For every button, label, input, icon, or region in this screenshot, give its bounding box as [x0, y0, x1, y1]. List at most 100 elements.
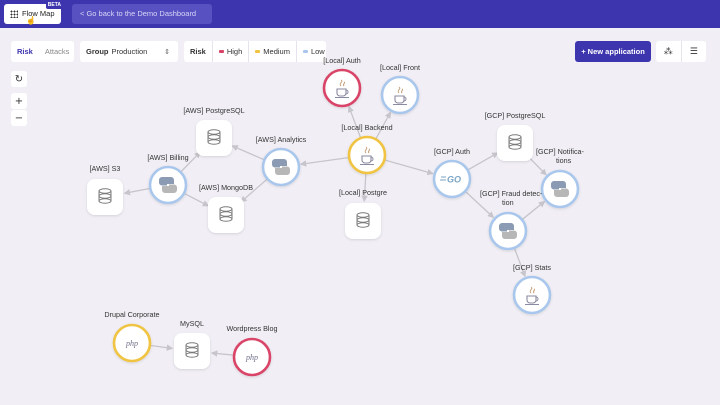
node-box [497, 125, 533, 161]
edge-wordpress-blog-to-mysql [210, 350, 235, 357]
node-label: [GCP] Auth [434, 147, 470, 156]
node-aws-analytics[interactable] [261, 147, 301, 187]
node-label: [GCP] Stats [513, 263, 551, 272]
edge-gcp-auth-to-gcp-postgresql [467, 152, 499, 171]
node-gcp-stats[interactable] [512, 275, 552, 315]
java-icon [335, 79, 349, 98]
edge-aws-analytics-to-aws-mongodb [240, 178, 268, 203]
risk-filter-label: Risk [190, 47, 206, 56]
apps-grid-icon [10, 10, 18, 18]
node-ring [432, 159, 472, 199]
view-toggle: ⁂ ☰ [656, 41, 706, 62]
risk-filter: Risk High Medium Low [184, 41, 326, 62]
logo-label: Flow Map [22, 9, 55, 18]
node-label: [AWS] S3 [90, 164, 121, 173]
node-aws-billing[interactable] [148, 165, 188, 205]
filter-low-label: Low [310, 47, 325, 56]
node-gcp-notifications[interactable] [540, 169, 580, 209]
low-dot-icon [302, 50, 308, 53]
beta-badge: BETA [45, 1, 63, 9]
node-ring [380, 75, 420, 115]
label-line: tions [556, 156, 572, 165]
node-gcp-auth[interactable]: GO [432, 159, 472, 199]
database-icon [219, 206, 233, 222]
edge-aws-billing-to-aws-s3 [123, 187, 151, 196]
edge-gcp-fraud-to-gcp-notifications [521, 200, 546, 221]
back-to-dashboard-button[interactable]: < Go back to the Demo Dashboard [72, 4, 212, 24]
node-box [345, 203, 381, 239]
tab-attacks[interactable]: Attacks [44, 47, 70, 56]
list-view-icon[interactable]: ☰ [680, 41, 707, 62]
svg-text:GO: GO [447, 175, 461, 185]
edge-gcp-fraud-to-gcp-stats [513, 247, 527, 278]
filter-high[interactable]: High [211, 41, 248, 62]
node-local-postgre[interactable] [345, 203, 381, 239]
filter-medium[interactable]: Medium [248, 41, 296, 62]
node-label: [AWS] Billing [147, 153, 188, 162]
refresh-icon[interactable]: ↻ [11, 71, 27, 87]
go-icon: GO [440, 175, 461, 185]
edge-aws-analytics-to-aws-postgresql [231, 145, 265, 161]
label-line: [GCP] Fraud detec- [480, 189, 543, 198]
hand-cursor-icon: ☝ [26, 16, 36, 25]
edge-local-backend-to-aws-analytics [299, 156, 350, 167]
label-line: [GCP] Notifica- [536, 147, 585, 156]
edges-layer [123, 105, 547, 357]
new-application-button[interactable]: + New application [575, 41, 651, 62]
high-dot-icon [218, 50, 224, 53]
filter-low[interactable]: Low [295, 41, 331, 62]
edge-aws-billing-to-aws-mongodb [183, 192, 210, 207]
group-select[interactable]: Group Production ⇕ [80, 41, 178, 62]
node-gcp-postgresql[interactable] [497, 125, 533, 161]
python-icon [159, 177, 177, 193]
python-icon [272, 159, 290, 175]
zoom-out-button[interactable]: − [11, 110, 27, 126]
edge-local-backend-to-local-front [375, 111, 391, 140]
group-select-label: Group [86, 47, 109, 56]
node-local-front[interactable] [380, 75, 420, 115]
updown-chevron-icon: ⇕ [164, 48, 170, 56]
node-wordpress-blog[interactable]: php [232, 337, 272, 377]
database-icon [207, 129, 221, 145]
node-box [174, 333, 210, 369]
medium-dot-icon [255, 50, 261, 53]
php-icon: php [125, 339, 138, 348]
node-ring [540, 169, 580, 209]
svg-text:php: php [245, 353, 258, 362]
node-ring [232, 337, 272, 377]
svg-text:php: php [125, 339, 138, 348]
node-box [208, 197, 244, 233]
node-local-auth[interactable] [322, 68, 362, 108]
python-icon [551, 181, 569, 197]
node-aws-mongodb[interactable] [208, 197, 244, 233]
database-icon [98, 188, 112, 204]
node-box [87, 179, 123, 215]
node-label: Drupal Corporate [104, 310, 159, 319]
graph-view-icon[interactable]: ⁂ [663, 46, 673, 57]
node-ring [488, 211, 528, 251]
filter-high-label: High [226, 47, 243, 56]
flow-map-logo-button[interactable]: Flow Map BETA ☝ [4, 1, 63, 25]
php-icon: php [245, 353, 258, 362]
java-icon [525, 286, 539, 305]
node-mysql[interactable] [174, 333, 210, 369]
filter-medium-label: Medium [263, 47, 290, 56]
node-label: [GCP] Fraud detec-tion [480, 189, 543, 207]
node-gcp-fraud[interactable] [488, 211, 528, 251]
node-aws-s3[interactable] [87, 179, 123, 215]
label-line: tion [502, 198, 514, 207]
node-label: [AWS] Analytics [256, 135, 307, 144]
node-aws-postgresql[interactable] [196, 120, 232, 156]
zoom-in-button[interactable]: + [11, 93, 27, 109]
tab-risk[interactable]: Risk [17, 47, 33, 56]
edge-gcp-auth-to-gcp-fraud [464, 190, 495, 219]
node-local-backend[interactable] [347, 135, 387, 175]
node-ring [261, 147, 301, 187]
java-icon [360, 146, 374, 165]
node-label: [Local] Front [380, 63, 420, 72]
python-icon [499, 223, 517, 239]
node-ring [148, 165, 188, 205]
node-drupal-corporate[interactable]: php [112, 323, 152, 363]
top-bar: Flow Map BETA ☝ < Go back to the Demo Da… [0, 0, 720, 28]
